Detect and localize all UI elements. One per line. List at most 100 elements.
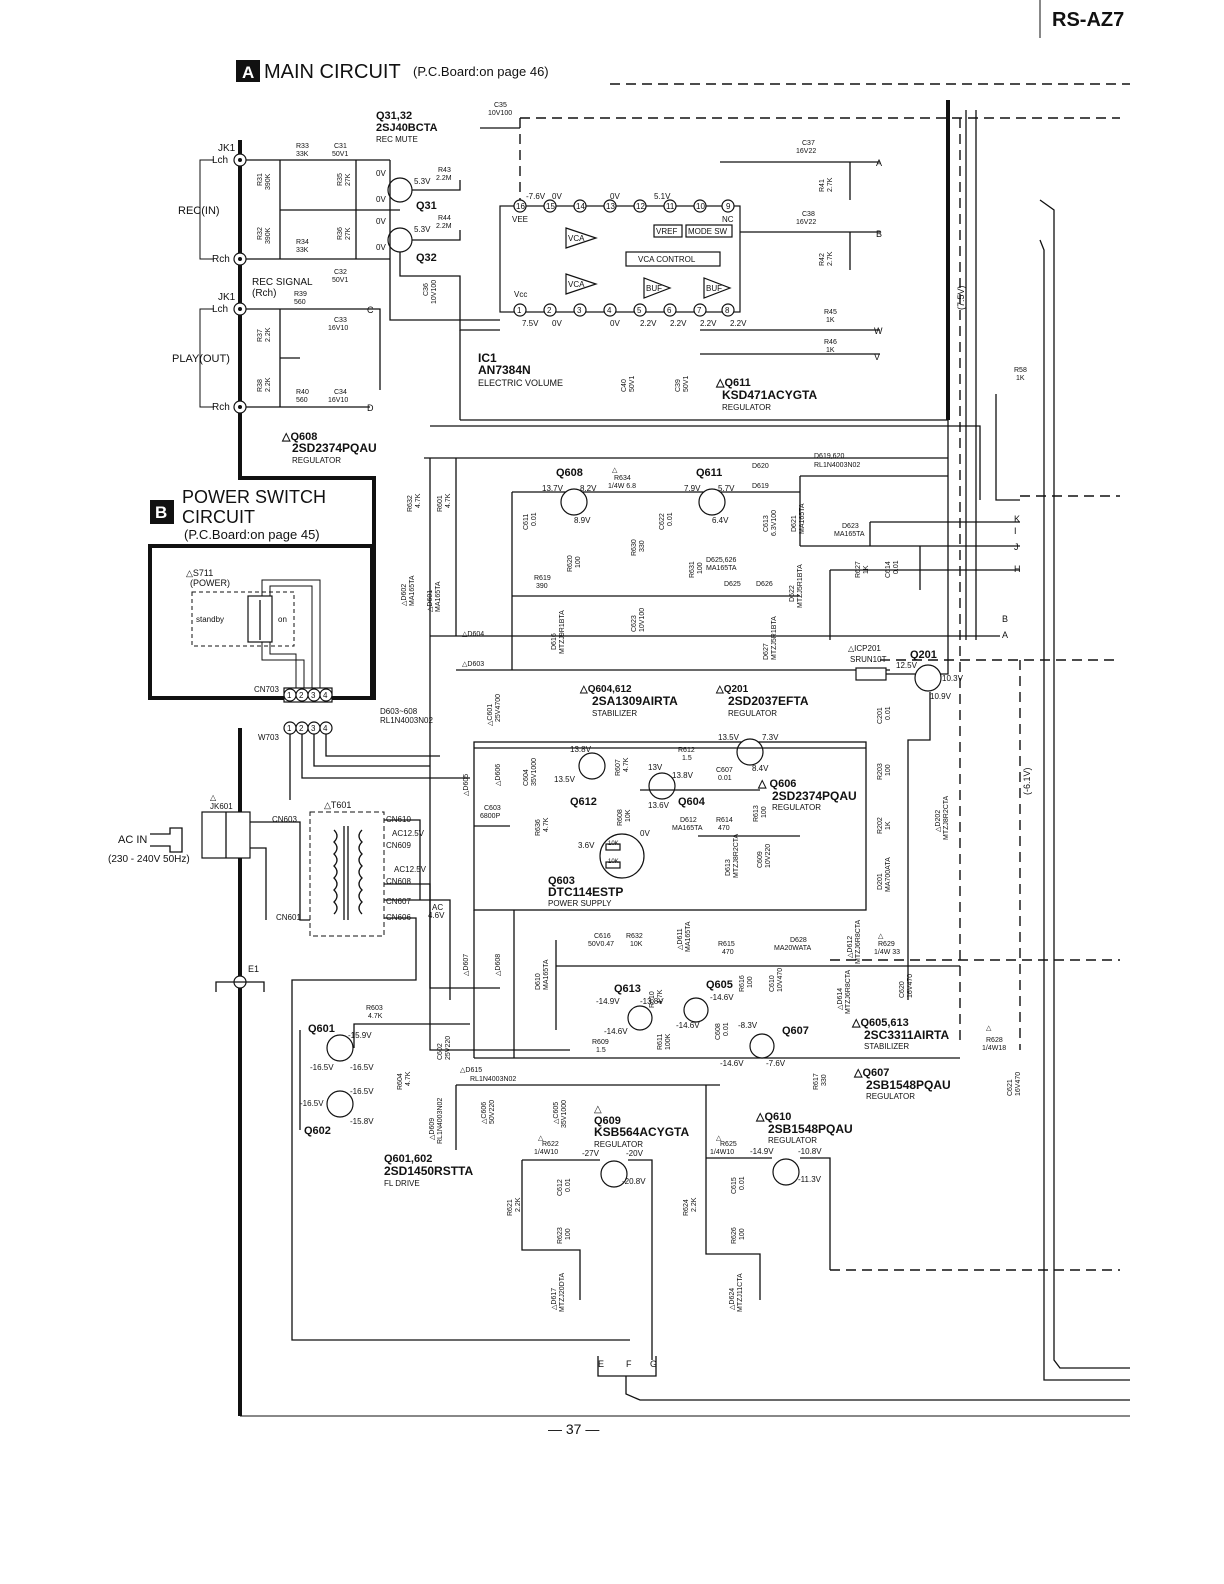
svg-text:Lch: Lch	[212, 155, 228, 166]
svg-text:35V1000: 35V1000	[561, 1100, 568, 1128]
svg-text:6: 6	[667, 306, 672, 315]
q605-613-label: △Q605,613 2SC3311AIRTA STABILIZER △Q607 …	[851, 1017, 951, 1101]
svg-text:8.9V: 8.9V	[574, 516, 591, 525]
svg-text:2: 2	[299, 724, 304, 733]
svg-text:D628: D628	[790, 937, 807, 944]
svg-text:100: 100	[697, 562, 704, 574]
svg-text:390K: 390K	[265, 227, 272, 244]
q612-transistor: Q612 13.8V 13.5V	[554, 745, 606, 808]
svg-text:0V: 0V	[552, 319, 562, 328]
svg-text:2SA1309AIRTA: 2SA1309AIRTA	[592, 694, 678, 708]
svg-text:10V100: 10V100	[639, 608, 646, 632]
svg-text:D622: D622	[789, 585, 796, 602]
svg-text:C610: C610	[769, 975, 776, 992]
svg-text:11: 11	[666, 202, 675, 211]
svg-text:BUF: BUF	[646, 284, 662, 293]
svg-text:10: 10	[696, 202, 705, 211]
svg-text:C36: C36	[423, 283, 430, 296]
svg-text:SRUN10T: SRUN10T	[850, 655, 887, 664]
svg-text:on: on	[278, 615, 287, 624]
svg-text:2.2M: 2.2M	[436, 175, 452, 182]
svg-text:△D624: △D624	[729, 1288, 736, 1310]
svg-text:△: △	[594, 1104, 602, 1115]
svg-text:△D615: △D615	[460, 1067, 482, 1074]
svg-text:△D202: △D202	[935, 810, 942, 832]
svg-text:5.7V: 5.7V	[718, 484, 735, 493]
e1-ground: E1	[215, 964, 265, 992]
svg-text:R615: R615	[718, 941, 735, 948]
svg-text:△D608: △D608	[495, 954, 502, 976]
svg-text:△: △	[538, 1135, 544, 1142]
svg-text:D603~608: D603~608	[380, 707, 418, 716]
svg-text:50V1: 50V1	[332, 151, 348, 158]
svg-text:27K: 27K	[345, 173, 352, 186]
svg-text:-14.6V: -14.6V	[676, 1021, 700, 1030]
svg-text:Q32: Q32	[416, 252, 437, 264]
svg-text:REGULATOR: REGULATOR	[594, 1140, 643, 1149]
svg-text:D625,626: D625,626	[706, 557, 736, 564]
svg-text:-14.9V: -14.9V	[750, 1147, 774, 1156]
svg-text:Q608: Q608	[556, 467, 583, 479]
svg-text:4.7K: 4.7K	[657, 989, 664, 1004]
svg-text:CN603: CN603	[272, 815, 297, 824]
svg-text:D613: D613	[725, 859, 732, 876]
w703-connector: W703 1 2 3 4	[258, 721, 470, 800]
svg-text:REGULATOR: REGULATOR	[722, 403, 771, 412]
svg-text:AC IN: AC IN	[118, 834, 147, 846]
svg-text:NC: NC	[722, 215, 734, 224]
svg-text:D620: D620	[752, 463, 769, 470]
svg-text:MTZJ8R2CTA: MTZJ8R2CTA	[733, 833, 740, 878]
page-number: — 37 —	[548, 1421, 599, 1437]
svg-text:7.9V: 7.9V	[684, 484, 701, 493]
svg-text:5.3V: 5.3V	[414, 225, 431, 234]
svg-text:C609: C609	[757, 851, 764, 868]
svg-text:C32: C32	[334, 269, 347, 276]
svg-text:10.9V: 10.9V	[930, 692, 952, 701]
svg-text:CIRCUIT: CIRCUIT	[182, 507, 255, 527]
svg-text:R636: R636	[535, 819, 542, 836]
svg-text:1: 1	[287, 724, 292, 733]
svg-text:4.7K: 4.7K	[623, 757, 630, 772]
svg-text:C613: C613	[763, 515, 770, 532]
svg-text:4.7K: 4.7K	[445, 493, 452, 508]
svg-text:9: 9	[726, 202, 731, 211]
svg-text:5: 5	[637, 306, 642, 315]
svg-text:C623: C623	[631, 615, 638, 632]
svg-text:△Q608: △Q608	[281, 431, 317, 443]
svg-text:2SD2374PQAU: 2SD2374PQAU	[772, 789, 857, 803]
q608-transistor: Q608 13.7V 8.2V 8.9V	[542, 467, 597, 525]
svg-text:3: 3	[311, 724, 316, 733]
svg-text:4.7K: 4.7K	[543, 817, 550, 832]
svg-text:R43: R43	[438, 167, 451, 174]
svg-text:C602: C602	[437, 1043, 444, 1060]
model-number: RS-AZ7	[1052, 9, 1124, 31]
svg-text:R630: R630	[631, 539, 638, 556]
svg-text:Rch: Rch	[212, 254, 230, 265]
svg-text:△D604: △D604	[462, 631, 484, 638]
svg-text:POWER SWITCH: POWER SWITCH	[182, 487, 326, 507]
svg-text:R607: R607	[615, 759, 622, 776]
svg-text:R33: R33	[296, 143, 309, 150]
svg-text:4: 4	[607, 306, 612, 315]
s711-power-switch: △S711 (POWER) standby on	[186, 568, 321, 688]
svg-text:0V: 0V	[640, 829, 650, 838]
svg-text:△Q607: △Q607	[853, 1067, 889, 1079]
jk1-play-out: JK1 Lch Rch PLAY(OUT)	[172, 292, 381, 414]
svg-text:C620: C620	[899, 981, 906, 998]
svg-text:4.7K: 4.7K	[415, 493, 422, 508]
svg-text:-7.6V: -7.6V	[526, 192, 546, 201]
svg-text:-7.6V: -7.6V	[766, 1059, 786, 1068]
svg-text:KSB564ACYGTA: KSB564ACYGTA	[594, 1125, 689, 1139]
svg-text:C616: C616	[594, 933, 611, 940]
svg-text:MTZJ6R8CTA: MTZJ6R8CTA	[845, 969, 852, 1014]
svg-text:D: D	[367, 403, 374, 413]
svg-text:R40: R40	[296, 389, 309, 396]
svg-text:7.5V: 7.5V	[522, 319, 539, 328]
svg-text:12: 12	[636, 202, 645, 211]
svg-text:CN703: CN703	[254, 685, 279, 694]
svg-text:△D611: △D611	[677, 928, 684, 950]
svg-text:MA165TA: MA165TA	[543, 959, 550, 990]
svg-text:0V: 0V	[376, 217, 386, 226]
svg-text:△C601: △C601	[487, 704, 494, 726]
